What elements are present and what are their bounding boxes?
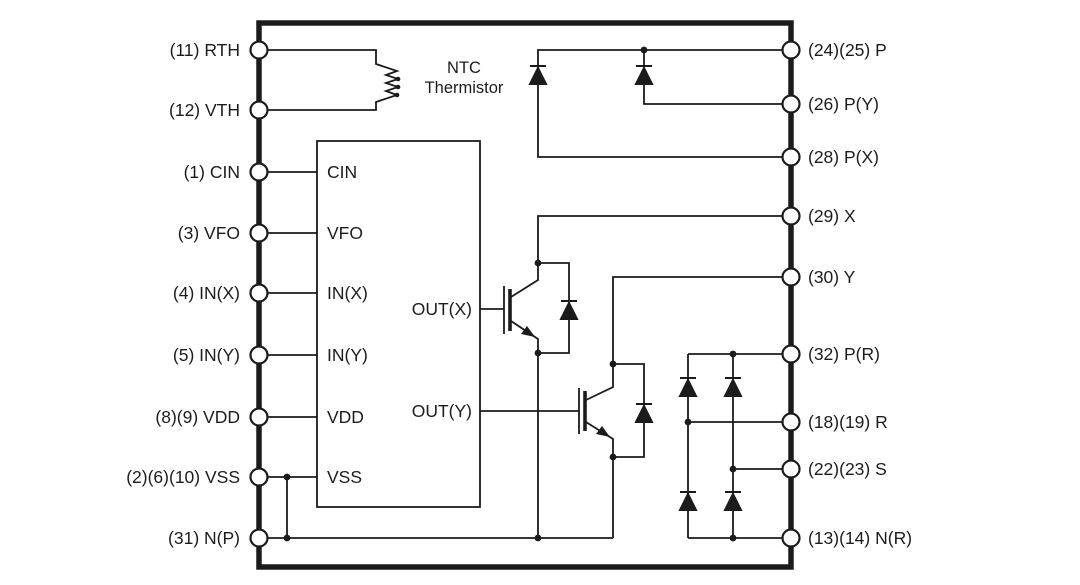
pin-label-n-p: (31) N(P) (168, 528, 240, 548)
pin-label-vdd: (8)(9) VDD (155, 407, 240, 427)
pin-terminal-vfo (249, 223, 269, 243)
bridge-diode-bottom-left (678, 491, 698, 511)
igbt-x-symbol (480, 215, 791, 538)
pin-label-cin: (1) CIN (183, 162, 240, 182)
pin-label-y: (30) Y (808, 267, 856, 287)
block-port-vss: VSS (327, 467, 363, 487)
igbt-y-emitter-arrow (596, 426, 610, 437)
pin-label-s: (22)(23) S (808, 459, 887, 479)
block-port-cin: CIN (327, 162, 358, 182)
free-wheel-diode-y (634, 403, 654, 423)
pin-terminal-p-r (781, 344, 801, 364)
block-port-out-x: OUT(X) (411, 299, 472, 319)
thermistor-caption-line1: NTC (447, 59, 481, 77)
block-port-out-y: OUT(Y) (411, 401, 472, 421)
free-wheel-diode-x (559, 300, 579, 320)
thermistor-caption: NTC Thermistor (408, 59, 520, 98)
pin-terminal-in-x (249, 283, 269, 303)
free-wheel-diode-y-branch (613, 363, 645, 458)
pin-terminal-r (781, 412, 801, 432)
pin-terminal-p-x (781, 147, 801, 167)
diode-p-y (634, 65, 654, 85)
bridge-diode-top-left (678, 377, 698, 397)
pin-terminal-in-y (249, 345, 269, 365)
block-port-in-y: IN(Y) (327, 345, 368, 365)
pin-label-p: (24)(25) P (808, 40, 887, 60)
igbt-emitter-arrows (521, 326, 610, 437)
thermistor-caption-line2: Thermistor (424, 78, 504, 97)
pin-label-p-x: (28) P(X) (808, 147, 879, 167)
pin-label-vth: (12) VTH (169, 100, 240, 120)
junction-dots (283, 46, 737, 542)
igbt-x-emitter-arrow (521, 326, 535, 337)
bridge-rectifier (687, 353, 791, 539)
free-wheel-diode-x-branch (538, 262, 570, 354)
pin-label-in-y: (5) IN(Y) (172, 345, 240, 365)
pin-label-n-r: (13)(14) N(R) (808, 528, 913, 548)
pin-label-vss: (2)(6)(10) VSS (126, 467, 240, 487)
diode-p-x (528, 65, 548, 85)
pin-terminal-n-r (781, 528, 801, 548)
pin-terminal-n-p (249, 528, 269, 548)
bridge-diode-top-right (723, 377, 743, 397)
pin-label-in-x: (4) IN(X) (172, 283, 240, 303)
pin-label-p-y: (26) P(Y) (808, 94, 879, 114)
pin-label-p-r: (32) P(R) (808, 344, 880, 364)
pin-label-vfo: (3) VFO (177, 223, 240, 243)
thermistor-symbol (259, 49, 401, 111)
pin-terminal-vdd (249, 407, 269, 427)
pin-terminal-vss (249, 467, 269, 487)
pin-label-x: (29) X (808, 206, 856, 226)
vss-np-rail (259, 477, 613, 539)
pin-terminal-rth (249, 40, 269, 60)
p-section-wires (537, 49, 791, 158)
pin-terminal-y (781, 267, 801, 287)
bridge-diode-bottom-right (723, 491, 743, 511)
pin-terminal-p (781, 40, 801, 60)
control-block-outline (259, 140, 481, 508)
pin-terminal-vth (249, 100, 269, 120)
pin-label-rth: (11) RTH (169, 40, 240, 60)
pin-terminal-cin (249, 162, 269, 182)
pin-terminals (249, 40, 801, 548)
pin-terminal-p-y (781, 94, 801, 114)
pin-terminal-x (781, 206, 801, 226)
pin-terminal-s (781, 459, 801, 479)
diode-glyphs (528, 65, 743, 511)
block-port-in-x: IN(X) (327, 283, 368, 303)
block-port-vdd: VDD (327, 407, 364, 427)
block-port-vfo: VFO (327, 223, 363, 243)
pin-label-r: (18)(19) R (808, 412, 888, 432)
igbt-y-symbol (480, 276, 791, 538)
